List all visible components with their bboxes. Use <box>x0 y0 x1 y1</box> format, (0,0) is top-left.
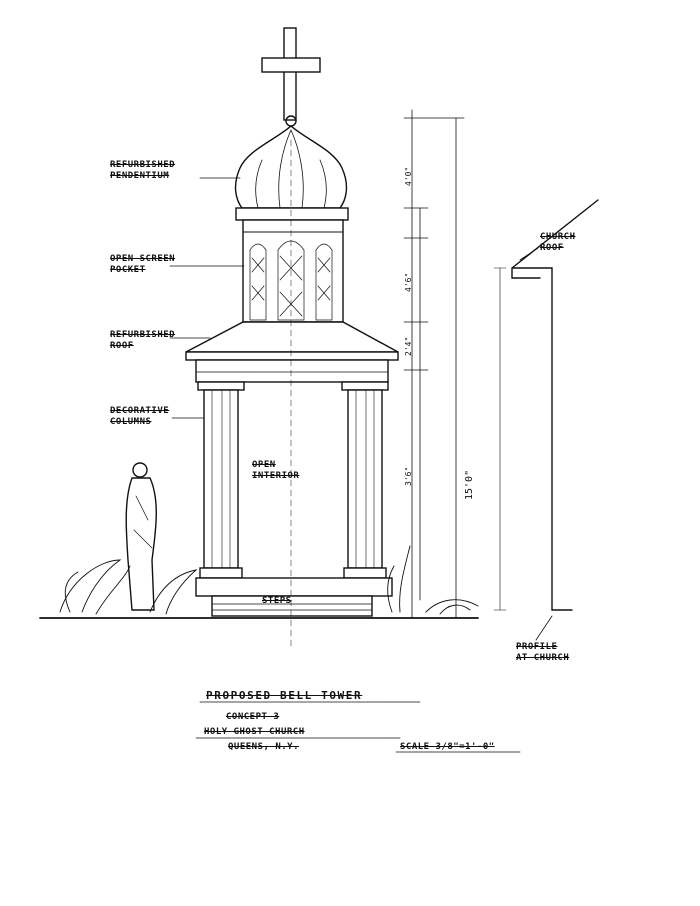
title-block-church: HOLY GHOST CHURCH <box>204 727 305 737</box>
label-roof: REFURBISHED ROOF <box>110 330 175 352</box>
label-line: DECORATIVE <box>110 406 170 416</box>
label-line: OPEN <box>252 460 276 470</box>
church-roof-profile <box>493 199 599 611</box>
label-decorative-columns: DECORATIVE COLUMNS <box>110 406 169 428</box>
entablature <box>195 359 389 383</box>
title-block-scale: SCALE 3/8"=1'-0" <box>400 742 495 752</box>
label-line: POCKET <box>110 265 146 275</box>
title-block-location: QUEENS, N.Y. <box>228 742 300 752</box>
label-line: ROOF <box>540 243 564 253</box>
leader-lines <box>169 177 553 641</box>
dim-seg2: 4'6" <box>404 272 413 292</box>
label-line: PENDENTIUM <box>110 171 170 181</box>
label-church-roof: CHURCH ROOF <box>540 232 576 254</box>
dim-seg4: 3'6" <box>404 466 413 486</box>
steps <box>211 595 373 617</box>
title-block-concept: CONCEPT 3 <box>226 712 280 722</box>
hip-roof <box>185 321 399 353</box>
statue-figure <box>125 462 157 611</box>
label-line: CHURCH <box>540 232 576 242</box>
label-line: AT CHURCH <box>516 653 570 663</box>
label-open-screen-pocket: OPEN SCREEN POCKET <box>110 254 175 276</box>
label-refurbished-pendentium: REFURBISHED PENDENTIUM <box>110 160 175 182</box>
label-line: REFURBISHED <box>110 330 176 340</box>
label-open-interior: OPEN INTERIOR <box>252 460 299 482</box>
right-column <box>341 381 389 579</box>
dimension-lines <box>403 109 465 619</box>
plant-foliage <box>59 545 479 615</box>
label-line: OPEN SCREEN <box>110 254 176 264</box>
dim-seg3: 2'4" <box>404 336 413 356</box>
title-block-rules <box>195 701 521 753</box>
label-steps: STEPS <box>262 596 292 606</box>
dim-overall-height: 15'0" <box>464 469 475 500</box>
label-line: COLUMNS <box>110 417 152 427</box>
label-line: INTERIOR <box>252 471 300 481</box>
label-line: PROFILE <box>516 642 558 652</box>
dim-seg1: 4'0" <box>404 166 413 186</box>
left-column <box>197 381 245 579</box>
cross-icon <box>261 27 321 121</box>
label-line: ROOF <box>110 341 134 351</box>
label-line: REFURBISHED <box>110 160 176 170</box>
base-plinth <box>195 577 393 597</box>
title-block-title: PROPOSED BELL TOWER <box>206 689 363 702</box>
lantern-body <box>242 219 344 323</box>
label-profile-church: PROFILE AT CHURCH <box>516 642 569 664</box>
